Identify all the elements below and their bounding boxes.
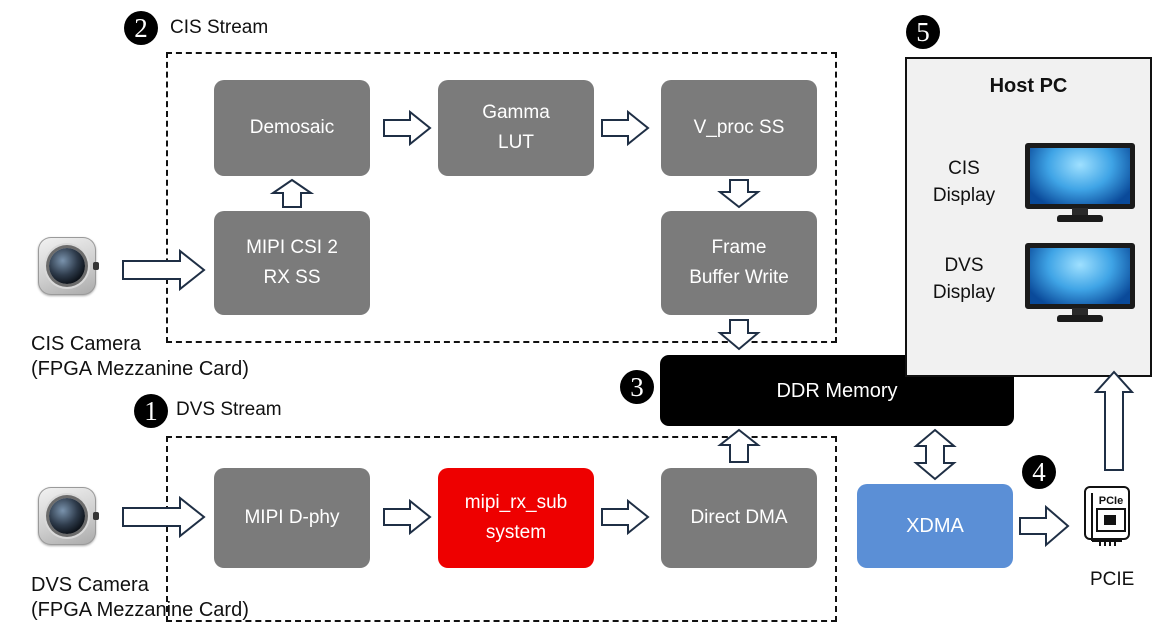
ddr-badge: 3 <box>620 370 654 404</box>
camera-lens <box>49 248 85 284</box>
dvs-stream-container <box>166 436 837 622</box>
v-proc-ss-block: V_proc SS <box>661 80 817 176</box>
camera-side-button <box>93 262 99 270</box>
monitor-neck <box>1072 308 1088 316</box>
pcie-card-bracket <box>1091 493 1122 542</box>
arrow-cis-camera-to-mipi-csi <box>122 248 206 292</box>
pcie-card-chip <box>1104 515 1116 525</box>
camera-side-button <box>93 512 99 520</box>
dvs-camera-caption: DVS Camera (FPGA Mezzanine Card) <box>31 574 249 621</box>
dvs-display-label: DVS Display <box>932 255 996 303</box>
cis-stream-title: CIS Stream <box>170 17 269 38</box>
dvs-stream-title: DVS Stream <box>176 399 282 420</box>
arrow-ddr-xdma-bidirectional <box>913 428 957 481</box>
cis-stream-badge: 2 <box>124 11 158 45</box>
monitor-screen <box>1025 143 1135 209</box>
cis-monitor-icon <box>1025 143 1135 223</box>
arrow-direct-dma-to-ddr <box>717 428 761 463</box>
pcie-card-pins <box>1099 541 1116 546</box>
dvs-stream-badge: 1 <box>134 394 168 428</box>
arrow-pcie-to-host-pc <box>1093 370 1135 471</box>
host-pc-title: Host PC <box>989 75 1068 97</box>
pcie-card-icon: PCIe <box>1084 486 1130 546</box>
arrow-dphy-to-rx-subsystem <box>383 498 432 536</box>
arrow-rx-subsystem-to-direct-dma <box>601 498 650 536</box>
host-pc-panel: Host PC CIS Display DVS Display <box>905 57 1152 377</box>
frame-buffer-write-block: Frame Buffer Write <box>661 211 817 315</box>
pcie-caption: PCIE <box>1090 569 1135 590</box>
dvs-monitor-icon <box>1025 243 1135 323</box>
demosaic-block: Demosaic <box>214 80 370 176</box>
arrow-xdma-to-pcie <box>1019 504 1070 548</box>
arrow-mipi-csi-to-demosaic <box>269 178 315 208</box>
mipi-csi2-rx-ss-block: MIPI CSI 2 RX SS <box>214 211 370 315</box>
cis-camera-caption: CIS Camera (FPGA Mezzanine Card) <box>31 333 249 380</box>
arrow-frame-buffer-to-ddr <box>717 319 761 351</box>
host-badge: 5 <box>906 15 940 49</box>
arrow-dvs-camera-to-mipi-dphy <box>122 495 206 539</box>
pcie-card-board <box>1096 508 1126 532</box>
pcie-card-text: PCIe <box>1099 495 1123 507</box>
xdma-block: XDMA <box>857 484 1013 568</box>
mipi-dphy-block: MIPI D-phy <box>214 468 370 568</box>
pcie-badge: 4 <box>1022 455 1056 489</box>
cis-stream-container <box>166 52 837 343</box>
camera-lens <box>49 498 85 534</box>
monitor-base <box>1057 315 1103 322</box>
mipi-rx-subsystem-block: mipi_rx_sub system <box>438 468 594 568</box>
cis-display-label: CIS Display <box>932 158 996 206</box>
cis-camera-icon <box>38 237 99 295</box>
gamma-lut-block: Gamma LUT <box>438 80 594 176</box>
monitor-base <box>1057 215 1103 222</box>
arrow-gamma-to-vproc <box>601 109 650 147</box>
arrow-demosaic-to-gamma <box>383 109 432 147</box>
monitor-neck <box>1072 208 1088 216</box>
direct-dma-block: Direct DMA <box>661 468 817 568</box>
arrow-vproc-to-frame-buffer <box>717 179 761 209</box>
dvs-camera-icon <box>38 487 99 545</box>
monitor-screen <box>1025 243 1135 309</box>
